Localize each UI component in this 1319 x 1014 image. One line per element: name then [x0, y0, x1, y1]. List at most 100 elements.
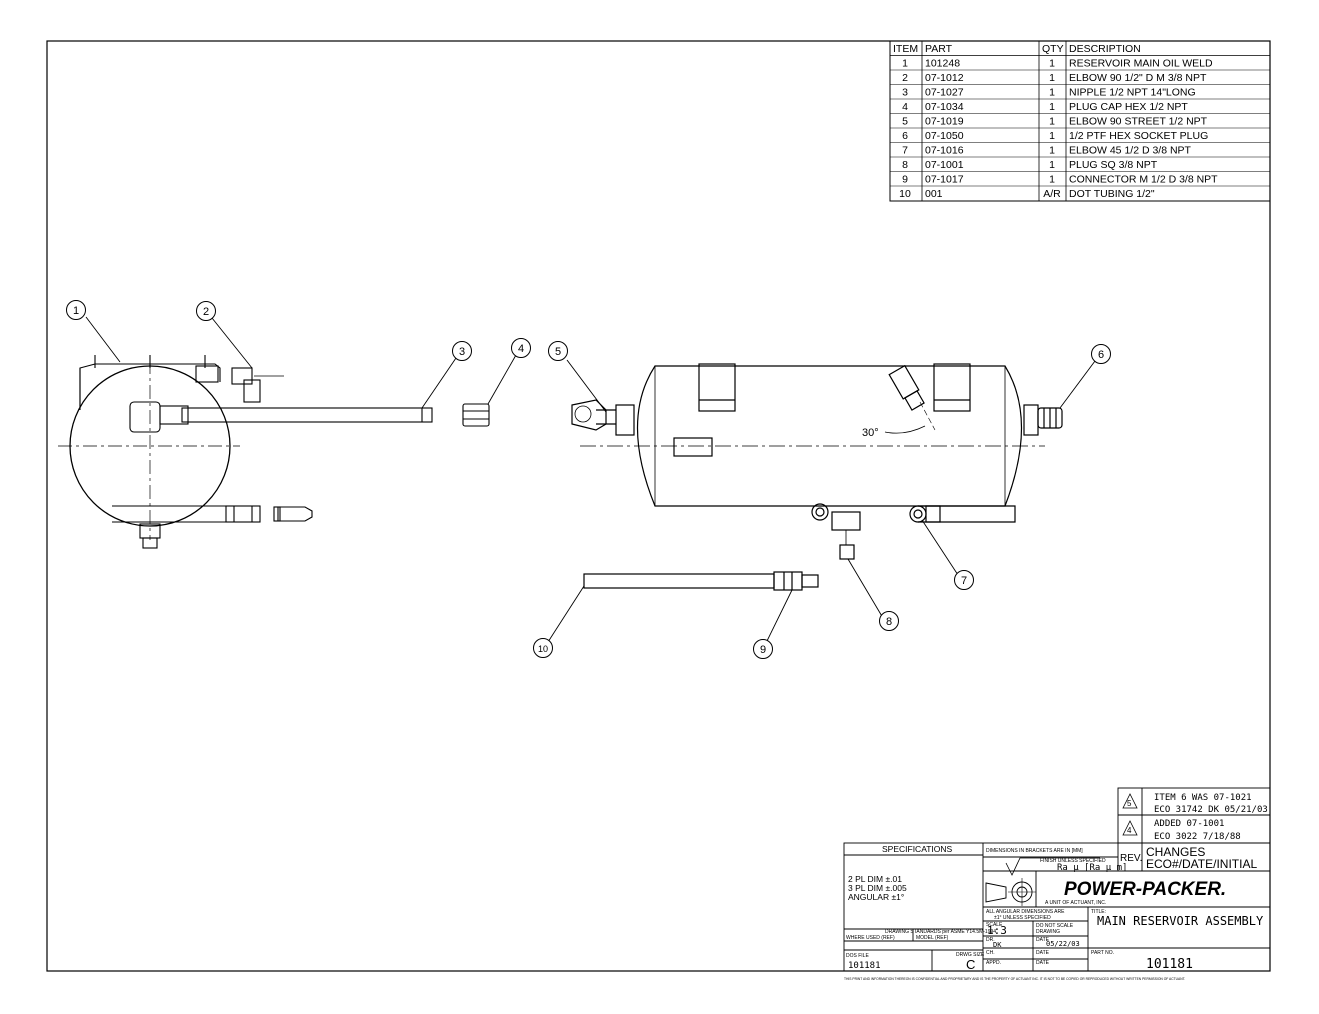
- do-not-scale-1: DO NOT SCALE: [1036, 923, 1074, 929]
- balloon-label-4: 4: [518, 343, 524, 355]
- model-label: MODEL (REF): [916, 935, 949, 941]
- balloon-label-3: 3: [459, 346, 465, 358]
- rev-4-line1: ADDED 07-1001: [1154, 819, 1224, 829]
- dr-label: DR.: [986, 937, 995, 943]
- finish-note: FINISH UNLESS SPECIFIED: [1040, 858, 1106, 864]
- balloon-label-6: 6: [1098, 349, 1104, 361]
- reservoir-tank: [637, 365, 1023, 507]
- bom-cell-r1-c2: 101248: [925, 58, 960, 70]
- drawing-standards: DRAWING STANDARDS per ASME Y14.5M-1994: [885, 929, 996, 935]
- bom-cell-r2-c3: 1: [1049, 72, 1055, 84]
- spec-line-1: 2 PL DIM ±.01: [848, 874, 902, 884]
- rev-label: REV.: [1120, 853, 1142, 864]
- confidential-footer: THIS PRINT AND INFORMATION THEREON IS CO…: [844, 977, 1185, 981]
- bom-cell-r10-c2: 001: [925, 188, 943, 200]
- balloon-label-5: 5: [555, 346, 561, 358]
- drwg-size-label: DRWG SIZE: [956, 952, 985, 958]
- bom-cell-r6-c2: 07-1050: [925, 130, 964, 142]
- roughness-note: Ra μ [Ra μ m]: [1057, 863, 1127, 873]
- bom-cell-r10-c4: DOT TUBING 1/2": [1069, 188, 1155, 200]
- part-no-label: PART NO.: [1091, 950, 1114, 956]
- dimensions-note: DIMENSIONS IN BRACKETS ARE IN [MM]: [986, 848, 1083, 854]
- bom-cell-r4-c3: 1: [1049, 101, 1055, 113]
- bom-cell-r7-c4: ELBOW 45 1/2 D 3/8 NPT: [1069, 145, 1192, 157]
- rev-triangle-5: [1122, 793, 1138, 809]
- bom-cell-r4-c2: 07-1034: [925, 101, 964, 113]
- bom-cell-r2-c4: ELBOW 90 1/2" D M 3/8 NPT: [1069, 72, 1207, 84]
- bom-cell-r3-c1: 3: [902, 87, 908, 99]
- drawn-date: 05/22/03: [1046, 940, 1080, 948]
- bom-cell-r1-c1: 1: [902, 58, 908, 70]
- balloon-circle-1: [66, 300, 86, 320]
- bom-cell-r4-c1: 4: [902, 101, 908, 113]
- balloon-circle-10: [533, 638, 553, 658]
- part-number: 101181: [1146, 957, 1193, 972]
- bom-cell-r7-c2: 07-1016: [925, 145, 964, 157]
- bom-header-item: ITEM: [893, 43, 918, 55]
- bom-cell-r7-c3: 1: [1049, 145, 1055, 157]
- drawing-border: [46, 40, 1271, 972]
- balloon-circle-2: [196, 301, 216, 321]
- balloon-circle-3: [452, 341, 472, 361]
- rev-triangle-4: [1122, 820, 1138, 836]
- bom-cell-r10-c3: A/R: [1043, 188, 1061, 200]
- rev-4-line2: ECO 3022 7/18/88: [1154, 832, 1241, 842]
- rev-5-line2: ECO 31742 DK 05/21/03: [1154, 805, 1268, 815]
- balloon-label-7: 7: [961, 575, 967, 587]
- do-not-scale-2: DRAWING: [1036, 929, 1060, 935]
- bom-cell-r2-c2: 07-1012: [925, 72, 964, 84]
- bom-cell-r5-c3: 1: [1049, 116, 1055, 128]
- bom-cell-r3-c4: NIPPLE 1/2 NPT 14"LONG: [1069, 87, 1196, 99]
- bom-cell-r8-c1: 8: [902, 159, 908, 171]
- rev-number-5: 5: [1127, 799, 1132, 808]
- balloon-circle-4: [511, 338, 531, 358]
- bom-cell-r8-c4: PLUG SQ 3/8 NPT: [1069, 159, 1158, 171]
- bom-cell-r9-c2: 07-1017: [925, 174, 964, 186]
- bom-cell-r6-c1: 6: [902, 130, 908, 142]
- spec-line-2: 3 PL DIM ±.005: [848, 883, 907, 893]
- angular-note-2: ±1° UNLESS SPECIFIED: [994, 915, 1051, 921]
- title-block: [843, 842, 1271, 972]
- balloon-label-1: 1: [73, 305, 79, 317]
- bom-cell-r6-c3: 1: [1049, 130, 1055, 142]
- changes-sub-label: ECO#/DATE/INITIAL: [1146, 857, 1257, 871]
- dos-file-value: 101181: [848, 961, 881, 971]
- bom-cell-r8-c3: 1: [1049, 159, 1055, 171]
- bom-cell-r9-c4: CONNECTOR M 1/2 D 3/8 NPT: [1069, 174, 1218, 186]
- rev-number-4: 4: [1127, 826, 1132, 835]
- bom-cell-r3-c2: 07-1027: [925, 87, 964, 99]
- bom-cell-r5-c2: 07-1019: [925, 116, 964, 128]
- rev-5-line1: ITEM 6 WAS 07-1021: [1154, 793, 1252, 803]
- angular-note-1: ALL ANGULAR DIMENSIONS ARE: [986, 909, 1065, 915]
- scale-label: SCALE: [986, 922, 1003, 928]
- bom-cell-r2-c1: 2: [902, 72, 908, 84]
- company-logo-text: POWER-PACKER.: [1064, 879, 1226, 900]
- appd-label: APPD.: [986, 960, 1001, 966]
- balloon-label-10: 10: [538, 644, 548, 654]
- bom-cell-r1-c3: 1: [1049, 58, 1055, 70]
- bom-cell-r5-c1: 5: [902, 116, 908, 128]
- drwg-size-value: C: [966, 957, 975, 972]
- specifications-header: SPECIFICATIONS: [882, 844, 953, 854]
- date-label: DATE: [1036, 937, 1050, 943]
- balloon-label-9: 9: [760, 644, 766, 656]
- bom-header-description: DESCRIPTION: [1069, 43, 1141, 55]
- bom-cell-r4-c4: PLUG CAP HEX 1/2 NPT: [1069, 101, 1188, 113]
- title-label: TITLE:: [1091, 909, 1106, 915]
- drawn-by: DK: [993, 941, 1002, 949]
- drawing-title: MAIN RESERVOIR ASSEMBLY: [1097, 914, 1264, 928]
- date-label-ch: DATE: [1036, 950, 1050, 956]
- balloon-circle-9: [753, 639, 773, 659]
- bom-cell-r1-c4: RESERVOIR MAIN OIL WELD: [1069, 58, 1213, 70]
- bom-cell-r6-c4: 1/2 PTF HEX SOCKET PLUG: [1069, 130, 1208, 142]
- balloon-circle-5: [548, 341, 568, 361]
- bom-cell-r8-c2: 07-1001: [925, 159, 964, 171]
- bom-cell-r10-c1: 10: [899, 188, 911, 200]
- bom-cell-r9-c1: 9: [902, 174, 908, 186]
- spec-line-3: ANGULAR ±1°: [848, 892, 904, 902]
- bom-cell-r9-c3: 1: [1049, 174, 1055, 186]
- balloon-label-8: 8: [886, 616, 892, 628]
